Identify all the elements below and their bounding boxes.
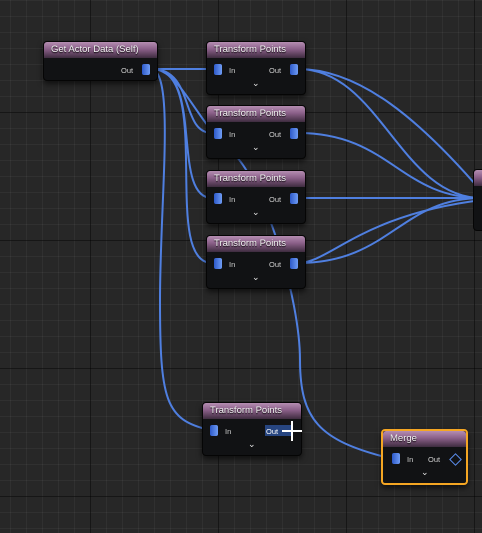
out-pin-label: Out (266, 427, 279, 436)
points-pin-icon[interactable] (214, 258, 222, 269)
wire (151, 68, 213, 199)
points-pin-icon[interactable] (142, 64, 150, 75)
in-pin-label: In (229, 260, 236, 269)
node-title: Transform Points (207, 171, 305, 187)
wire (297, 197, 482, 264)
node-transform-points-2[interactable]: Transform Points In Out ⌄ (206, 105, 306, 159)
points-pin-icon[interactable] (214, 193, 222, 204)
in-pin-label: In (229, 66, 236, 75)
node-offscreen-right[interactable] (473, 169, 482, 231)
out-pin-label: Out (269, 66, 282, 75)
node-title: Transform Points (207, 42, 305, 58)
points-pin-icon[interactable] (290, 128, 298, 139)
node-transform-points-4[interactable]: Transform Points In Out ⌄ (206, 235, 306, 289)
points-pin-icon[interactable] (290, 193, 298, 204)
points-pin-icon[interactable] (210, 425, 218, 436)
chevron-down-icon[interactable]: ⌄ (252, 78, 260, 88)
out-pin-label: Out (428, 455, 441, 464)
node-title: Get Actor Data (Self) (44, 42, 157, 58)
points-pin-icon[interactable] (290, 258, 298, 269)
node-merge[interactable]: Merge In Out ⌄ (381, 429, 468, 485)
wire (151, 68, 213, 264)
chevron-down-icon[interactable]: ⌄ (248, 439, 256, 449)
diamond-pin-icon[interactable] (449, 453, 462, 466)
points-pin-icon[interactable] (392, 453, 400, 464)
out-pin-label: Out (269, 260, 282, 269)
wire (297, 132, 482, 199)
points-pin-icon[interactable] (290, 64, 298, 75)
in-pin-label: In (229, 130, 236, 139)
points-pin-icon[interactable] (214, 128, 222, 139)
out-pin-highlight (265, 425, 291, 436)
wire (151, 68, 211, 431)
chevron-down-icon[interactable]: ⌄ (252, 207, 260, 217)
node-transform-points-1[interactable]: Transform Points In Out ⌄ (206, 41, 306, 95)
out-pin-label: Out (269, 195, 282, 204)
chevron-down-icon[interactable]: ⌄ (252, 142, 260, 152)
out-pin-label: Out (269, 130, 282, 139)
wire (297, 68, 482, 199)
node-title: Transform Points (203, 403, 301, 419)
cursor-crosshair-icon (282, 421, 302, 441)
points-pin-icon[interactable] (214, 64, 222, 75)
wire (297, 199, 482, 264)
node-transform-points-5[interactable]: Transform Points In Out ⌄ (202, 402, 302, 456)
out-pin-label: Out (121, 66, 134, 75)
chevron-down-icon[interactable]: ⌄ (252, 272, 260, 282)
node-transform-points-3[interactable]: Transform Points In Out ⌄ (206, 170, 306, 224)
node-title: Transform Points (207, 236, 305, 252)
in-pin-label: In (407, 455, 414, 464)
wire (151, 68, 213, 134)
node-get-actor-data[interactable]: Get Actor Data (Self) Out (43, 41, 158, 81)
wire (297, 68, 482, 193)
node-title: Transform Points (207, 106, 305, 122)
in-pin-label: In (225, 427, 232, 436)
node-header (474, 170, 482, 186)
chevron-down-icon[interactable]: ⌄ (421, 467, 429, 477)
in-pin-label: In (229, 195, 236, 204)
node-title: Merge (383, 431, 466, 447)
